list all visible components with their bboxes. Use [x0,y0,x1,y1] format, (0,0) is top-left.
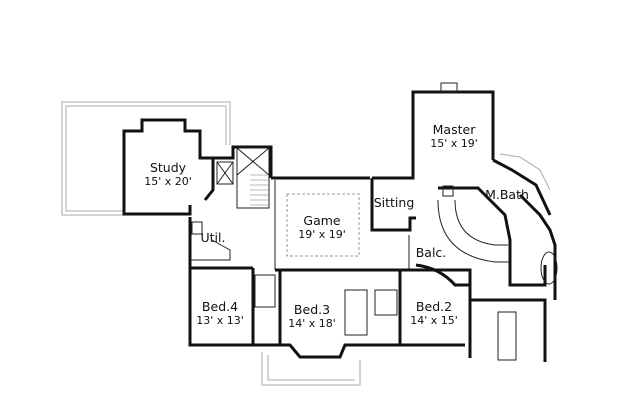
study-label: Study [150,160,187,175]
porch [470,298,547,362]
stair-walls [188,145,273,300]
master-size: 15' x 19' [430,137,478,150]
bed3-size: 14' x 18' [288,317,336,330]
game-label: Game [303,213,341,228]
bed4-size: 13' x 13' [196,314,244,327]
sitting-label: Sitting [374,195,415,210]
game-size: 19' x 19' [298,228,346,241]
bed3-label: Bed.3 [294,302,330,317]
study-size: 15' x 20' [144,175,192,188]
master-walls [370,82,495,232]
curved-stair [415,199,510,287]
balcony-label: Balc. [416,245,447,260]
room-labels: Study 15' x 20' Game 19' x 19' Master 15… [144,122,529,330]
master-bath-label: M.Bath [485,187,529,202]
master-label: Master [433,122,477,137]
utility-label: Util. [201,230,226,245]
bed2-size: 14' x 15' [410,314,458,327]
bed2-label: Bed.2 [416,299,452,314]
master-bath-walls [438,153,558,300]
bedroom-walls [188,266,472,386]
game-walls [271,176,410,270]
terrace-outline [61,101,231,216]
bed4-label: Bed.4 [202,299,238,314]
